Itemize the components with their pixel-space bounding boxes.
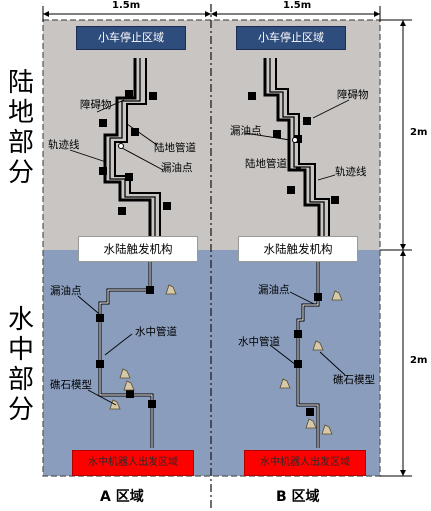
leak-point-label-a-land: 漏油点: [161, 162, 193, 174]
land-pipe-b: [263, 58, 321, 236]
obstacle: [314, 293, 322, 301]
leader-line: [87, 389, 117, 406]
leader-line: [69, 149, 107, 163]
obstacle: [146, 286, 154, 294]
water-pipe-label-a: 水中管道: [135, 326, 177, 338]
leak-point: [292, 137, 298, 143]
leader-line: [317, 174, 336, 181]
leader-line: [312, 99, 350, 119]
obstacle: [96, 314, 104, 322]
leader-line: [269, 344, 297, 366]
obstacle: [306, 408, 314, 416]
arrow-head: [211, 11, 217, 17]
reef-model: [312, 340, 324, 351]
obstacles-b-water: [294, 293, 322, 416]
land-section-title: 陆地部分: [7, 68, 34, 188]
obstacle: [149, 92, 157, 100]
arrow-head: [400, 250, 406, 256]
car-stop-zone-b: 小车停止区域: [236, 26, 346, 50]
obstacle-label-a: 障碍物: [80, 99, 112, 111]
width-label-b: 1.5m: [283, 0, 312, 11]
obstacle: [287, 186, 295, 194]
water-pipe-a: [99, 262, 153, 448]
obstacle: [125, 90, 133, 98]
obstacle: [303, 117, 311, 125]
obstacle: [331, 196, 339, 204]
track-line-label-a: 轨迹线: [48, 139, 80, 151]
leader-line: [104, 333, 133, 356]
region-label-a: A 区域: [100, 489, 144, 505]
obstacle: [163, 202, 171, 210]
reef-model: [123, 380, 135, 391]
obstacle: [99, 119, 107, 127]
obstacle: [125, 173, 133, 181]
arrow-head: [374, 11, 380, 17]
obstacles-a-water: [96, 286, 156, 408]
obstacles-b-land: [248, 92, 339, 204]
leak-point-label-b-land: 漏油点: [230, 125, 262, 137]
land-water-trigger-b: 水陆触发机构: [238, 236, 358, 262]
arrow-head: [400, 20, 406, 26]
reef-model: [165, 284, 177, 295]
land-water-trigger-a: 水陆触发机构: [78, 236, 198, 262]
arrow-head: [400, 470, 406, 476]
arrow-head: [43, 11, 49, 17]
reef-model: [331, 290, 343, 301]
track-line-a: [109, 58, 156, 236]
reef-model: [321, 424, 333, 435]
reef-models-b: [279, 290, 343, 435]
leader-line: [244, 132, 291, 141]
leader-line: [319, 351, 346, 376]
obstacle: [99, 167, 107, 175]
obstacle: [273, 130, 281, 138]
leader-line: [96, 99, 125, 113]
leader-line: [121, 147, 164, 171]
track-line-label-b: 轨迹线: [335, 166, 367, 178]
arrow-head: [400, 244, 406, 250]
leak-point-label-b-water: 漏油点: [258, 284, 290, 296]
obstacle: [118, 207, 126, 215]
leader-line: [77, 295, 105, 319]
leader-line: [289, 291, 315, 305]
obstacle-label-b: 障碍物: [337, 89, 369, 101]
reef-model: [119, 368, 131, 379]
robot-start-zone-b: 水中机器人出发区域: [244, 450, 366, 476]
height-label-land: 2m: [410, 127, 428, 138]
land-pipe-label-a: 陆地管道: [154, 142, 196, 154]
reef-label-a: 礁石模型: [50, 379, 92, 391]
obstacle: [148, 400, 156, 408]
obstacle: [294, 135, 302, 143]
land-pipe-label-b: 陆地管道: [245, 158, 287, 170]
obstacle: [248, 92, 256, 100]
water-pipe-b: [297, 262, 319, 448]
leak-point-label-a-water: 漏油点: [50, 285, 82, 297]
water-pipe-label-b: 水中管道: [238, 336, 280, 348]
leak-point: [118, 143, 124, 149]
land-pipe-a: [114, 58, 161, 236]
obstacle: [131, 128, 139, 136]
region-label-b: B 区域: [276, 489, 320, 505]
leader-lines: [69, 99, 350, 406]
obstacle: [96, 360, 104, 368]
obstacles-a-land: [99, 90, 171, 215]
arrow-head: [205, 11, 211, 17]
reef-model: [305, 418, 317, 429]
obstacle: [294, 330, 302, 338]
robot-start-zone-a: 水中机器人出发区域: [72, 450, 194, 476]
obstacle: [126, 390, 134, 398]
car-stop-zone-a: 小车停止区域: [76, 26, 186, 50]
reef-label-b: 礁石模型: [333, 374, 375, 386]
reef-model: [279, 378, 291, 389]
width-label-a: 1.5m: [112, 0, 141, 11]
water-section-title: 水中部分: [7, 305, 34, 425]
obstacle: [294, 360, 302, 368]
leader-line: [126, 123, 158, 146]
height-label-water: 2m: [410, 355, 428, 366]
